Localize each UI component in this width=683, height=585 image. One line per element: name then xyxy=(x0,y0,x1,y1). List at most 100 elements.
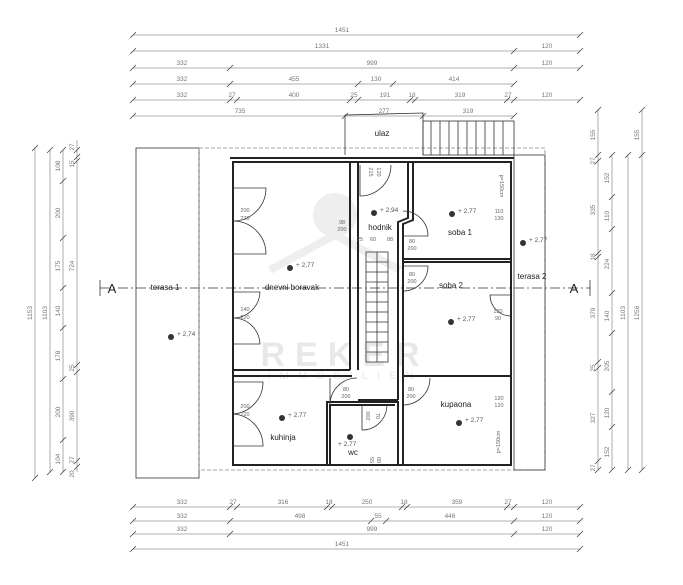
dim: 120 xyxy=(542,43,553,50)
dim: 277 xyxy=(379,108,390,115)
dim: 155 xyxy=(590,129,597,140)
dim: 400 xyxy=(289,92,300,99)
window-height: 120 xyxy=(494,403,503,409)
dim: 332 xyxy=(177,513,188,520)
dim: 27 xyxy=(69,143,76,151)
dim: 999 xyxy=(367,60,378,67)
dim: 130 xyxy=(371,76,382,83)
level-marker-icon: + 2,77 xyxy=(279,412,307,421)
dim: 155 xyxy=(634,129,641,140)
dim: 1103 xyxy=(620,306,627,320)
dim: 20 xyxy=(69,470,76,478)
dim: 110 xyxy=(604,210,611,221)
dim: 1256 xyxy=(634,305,641,320)
door-width: 80 xyxy=(409,272,415,278)
dim: 108 xyxy=(55,160,62,171)
interior-stair xyxy=(365,251,389,363)
room-soba-2: soba 2 xyxy=(439,281,464,290)
room-wc: wc xyxy=(347,448,358,457)
dim: 25 xyxy=(357,237,363,243)
door-width: 80 xyxy=(408,387,414,393)
room-terasa-2: terasa 2 xyxy=(518,272,547,281)
room-ulaz: ulaz xyxy=(375,129,390,138)
door-height: 215 xyxy=(367,167,373,176)
level-marker-icon: + 2,77 xyxy=(520,237,548,246)
door-height: 200 xyxy=(341,394,350,400)
dim: 27 xyxy=(590,464,597,472)
dim: 1153 xyxy=(27,306,34,320)
watermark: REKER IMMOBILIEN xyxy=(260,193,420,382)
dim: 390 xyxy=(69,410,76,421)
dim: 498 xyxy=(295,513,306,520)
dim: 1451 xyxy=(335,27,350,34)
door-height: 200 xyxy=(407,279,416,285)
window-width: 120 xyxy=(494,396,503,402)
level-marker-icon: + 2,77 xyxy=(456,417,484,426)
dim: 104 xyxy=(55,453,62,464)
dim: 332 xyxy=(177,60,188,67)
window-height: 60 xyxy=(377,457,383,463)
terasa-1 xyxy=(135,147,200,479)
dim: 88 xyxy=(387,237,393,243)
level-markers: + 2,94 + 2,77 + 2,77 + 2,77 + 2,74 + 2,7… xyxy=(168,207,548,448)
dim: 379 xyxy=(590,307,597,318)
level-wc: + 2,77 xyxy=(338,441,357,448)
door-width: 200 xyxy=(240,208,249,214)
dim: 140 xyxy=(604,310,611,321)
window-width: 120 xyxy=(493,309,502,315)
dim: 15 xyxy=(69,160,76,168)
room-soba-1: soba 1 xyxy=(448,228,473,237)
room-dnevni-boravak: dnevni boravak xyxy=(265,283,320,292)
door-height: 220 xyxy=(240,315,249,321)
bottom-dimensions: 332 27 316 18 250 18 359 27 120 332 498 … xyxy=(129,499,584,553)
room-kuhinja: kuhinja xyxy=(270,433,296,442)
door-width: 200 xyxy=(240,404,249,410)
door-height: 200 xyxy=(406,394,415,400)
dim: 140 xyxy=(55,305,62,316)
opening-labels: 200 220 140 220 200 220 98 200 120 215 8… xyxy=(240,167,504,463)
entrance xyxy=(344,112,515,156)
terasa-2 xyxy=(513,154,546,471)
window-width: 55 xyxy=(370,457,376,463)
window-width: 110 xyxy=(495,209,504,215)
level-dnevni: + 2,77 xyxy=(296,262,315,269)
parapet-note: p=150cm xyxy=(498,175,504,198)
section-label-right: A xyxy=(570,281,579,296)
dim: 18 xyxy=(325,499,333,506)
dim: 335 xyxy=(590,204,597,215)
dim: 735 xyxy=(235,108,246,115)
dim: 120 xyxy=(542,499,553,506)
window-height: 130 xyxy=(494,216,503,222)
dim: 332 xyxy=(177,526,188,533)
dim: 319 xyxy=(463,108,474,115)
dim: 18 xyxy=(400,499,408,506)
door-height: 200 xyxy=(337,227,346,233)
room-kupaona: kupaona xyxy=(441,400,472,409)
level-terasa-2: + 2,77 xyxy=(529,237,548,244)
door-height: 220 xyxy=(240,412,249,418)
dim: 999 xyxy=(367,526,378,533)
room-hodnik: hodnik xyxy=(368,223,393,232)
level-marker-icon: + 2,77 xyxy=(338,434,357,448)
dim: 178 xyxy=(55,350,62,361)
room-terasa-1: terasa 1 xyxy=(151,283,180,292)
dim: 120 xyxy=(542,92,553,99)
dim: 200 xyxy=(55,406,62,417)
door-height: 200 xyxy=(407,246,416,252)
door-swings xyxy=(232,164,512,447)
dim: 27 xyxy=(69,456,76,464)
level-marker-icon: + 2,77 xyxy=(448,316,476,325)
dim: 27 xyxy=(229,499,237,506)
dim: 332 xyxy=(177,499,188,506)
dim: 1451 xyxy=(335,541,350,548)
dim: 359 xyxy=(452,499,463,506)
dim: 175 xyxy=(55,260,62,271)
dim: 120 xyxy=(604,407,611,418)
dim: 120 xyxy=(542,60,553,67)
window-height: 90 xyxy=(495,316,501,322)
dim: 332 xyxy=(177,92,188,99)
door-width: 98 xyxy=(339,220,345,226)
door-width: 70 xyxy=(374,413,380,419)
dim: 27 xyxy=(504,92,512,99)
